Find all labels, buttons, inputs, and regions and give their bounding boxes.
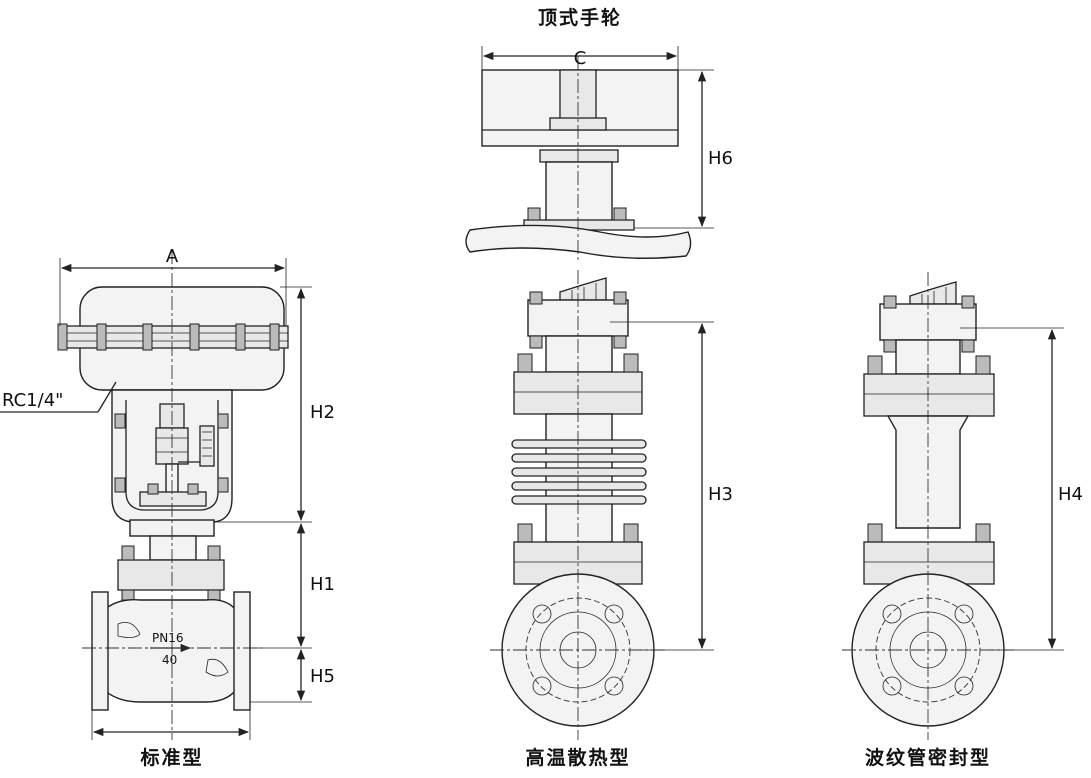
actuator-flange [59,325,289,349]
dim-label-c: C [574,48,587,69]
dim-label-h2: H2 [310,402,335,423]
caption-standard: 标准型 [140,746,203,769]
bellows-housing [886,415,970,529]
high-temp-valve [490,270,714,740]
size-label: 40 [162,653,177,667]
pressure-label: PN16 [152,631,183,645]
flange-bolts [57,323,280,351]
bonnet-flange [117,559,225,591]
port-label: RC1/4" [2,390,63,411]
stem-break [559,277,607,301]
dim-label-h5: H5 [310,666,335,687]
inlet-flange [91,591,109,711]
dim-label-a: A [166,246,179,267]
caption-top-handwheel: 顶式手轮 [538,6,622,29]
caption-high-temp: 高温散热型 [525,746,630,769]
dim-label-h6: H6 [708,148,733,169]
dim-label-h4: H4 [1058,484,1083,505]
upper-flange [863,373,995,417]
cooling-column [545,413,613,543]
dim-label-h3: H3 [708,484,733,505]
valve-body [103,599,237,703]
standard-valve [0,250,312,740]
caption-bellows: 波纹管密封型 [865,746,991,769]
outlet-flange [233,591,251,711]
dim-label-h1: H1 [310,574,335,595]
stem-break [909,281,957,305]
bellows-valve [842,272,1064,740]
top-handwheel [465,46,714,262]
handwheel-column [545,161,613,223]
cooling-fins [511,439,647,505]
